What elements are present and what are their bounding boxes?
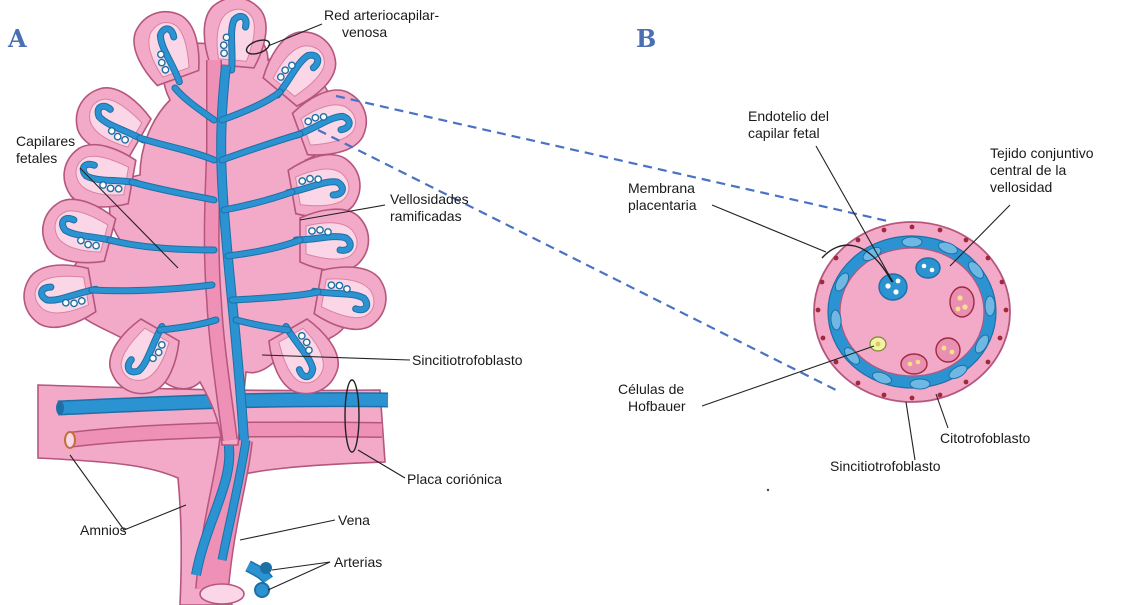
label-tejido-conjuntivo: Tejido conjuntivo central de la vellosid…	[990, 145, 1094, 196]
label-line: Capilares	[16, 133, 75, 150]
label-arterias: Arterias	[334, 554, 382, 571]
label-line: Vellosidades	[390, 191, 469, 208]
label-line: Red arteriocapilar-	[324, 7, 439, 24]
label-sincitiotrofoblasto-b: Sincitiotrofoblasto	[830, 458, 941, 475]
panel-label-a: A	[8, 24, 27, 53]
label-sincitiotrofoblasto-a: Sincitiotrofoblasto	[412, 352, 523, 369]
label-line: venosa	[324, 24, 439, 41]
label-line: Tejido conjuntivo	[990, 145, 1094, 162]
label-membrana-placentaria: Membrana placentaria	[628, 180, 697, 214]
label-line: fetales	[16, 150, 75, 167]
villous-tree	[19, 0, 391, 445]
label-endotelio-capilar-fetal: Endotelio del capilar fetal	[748, 108, 829, 142]
label-line: Membrana	[628, 180, 697, 197]
label-amnios: Amnios	[80, 522, 127, 539]
label-line: capilar fetal	[748, 125, 829, 142]
label-vena: Vena	[338, 512, 370, 529]
label-line: Endotelio del	[748, 108, 829, 125]
label-line: placentaria	[628, 197, 697, 214]
label-celulas-hofbauer: Células de Hofbauer	[618, 381, 686, 415]
villus-cross-section	[814, 222, 1010, 402]
label-line: Hofbauer	[618, 398, 686, 415]
label-line: ramificadas	[390, 208, 469, 225]
label-capilares-fetales: Capilares fetales	[16, 133, 75, 167]
label-vellosidades-ramificadas: Vellosidades ramificadas	[390, 191, 469, 225]
label-line: Células de	[618, 381, 686, 398]
panel-label-b: B	[636, 24, 656, 53]
label-citotrofoblasto: Citotrofoblasto	[940, 430, 1030, 447]
label-placa-corionica: Placa coriónica	[407, 471, 502, 488]
label-line: vellosidad	[990, 179, 1094, 196]
label-line: central de la	[990, 162, 1094, 179]
label-red-arteriocapilar-venosa: Red arteriocapilar- venosa	[324, 7, 439, 41]
